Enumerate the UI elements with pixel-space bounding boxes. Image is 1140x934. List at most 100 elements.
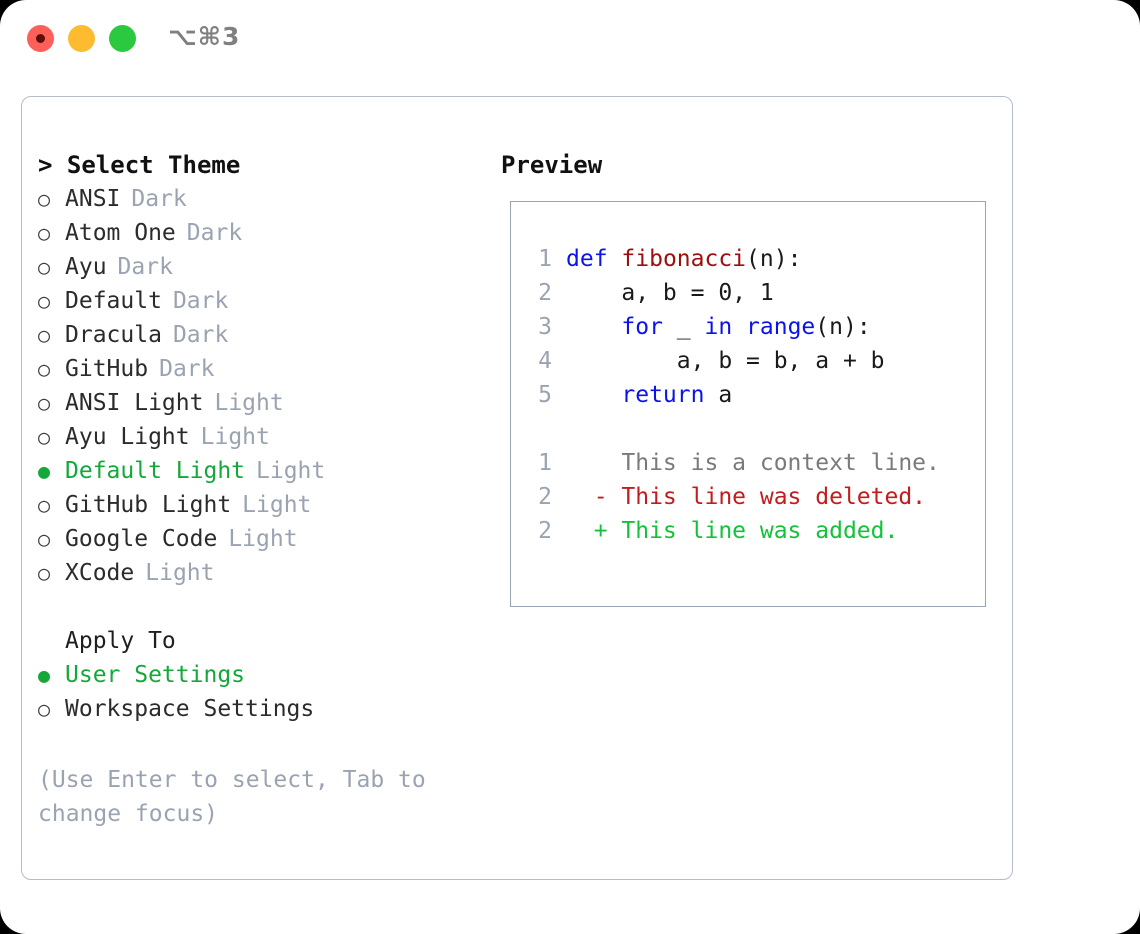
radio-icon[interactable]: ○	[38, 221, 51, 245]
code-token: range	[746, 314, 816, 340]
radio-icon[interactable]: ○	[38, 697, 51, 721]
diff-marker: -	[566, 484, 608, 510]
theme-option[interactable]: ○ Dracula Dark	[38, 318, 498, 352]
theme-option[interactable]: ○ Google Code Light	[38, 522, 498, 556]
line-number: 2	[538, 280, 552, 306]
line-number: 3	[538, 314, 552, 340]
radio-icon[interactable]: ○	[38, 425, 51, 449]
diff-line-text: This is a context line.	[607, 450, 940, 476]
line-number: 5	[538, 382, 552, 408]
apply-to-list: ● User Settings ○ Workspace Settings	[38, 658, 498, 726]
theme-variant-tag: Light	[256, 458, 326, 484]
code-diff-spacer	[524, 412, 981, 446]
theme-option-label: ANSI Light	[65, 390, 204, 416]
theme-option-label: GitHub	[65, 356, 149, 382]
radio-icon[interactable]: ○	[38, 357, 51, 381]
line-number: 4	[538, 348, 552, 374]
line-number: 1	[538, 450, 552, 476]
code-token: def	[566, 246, 608, 272]
code-token: _	[662, 314, 705, 340]
code-token	[608, 246, 622, 272]
theme-variant-tag: Light	[214, 390, 284, 416]
diff-line: 1 This is a context line.	[524, 446, 981, 480]
code-token	[566, 382, 621, 408]
maximize-button[interactable]	[109, 25, 136, 52]
radio-icon[interactable]: ○	[38, 493, 51, 517]
diff-line: 2 + This line was added.	[524, 514, 981, 548]
theme-variant-tag: Dark	[131, 186, 187, 212]
code-token: (n):	[815, 314, 871, 340]
diff-marker: +	[566, 518, 608, 544]
theme-option[interactable]: ○ ANSI Light Light	[38, 386, 498, 420]
line-number: 1	[538, 246, 552, 272]
title-bar: ⌥⌘3	[0, 0, 1140, 78]
theme-option-label: XCode	[65, 560, 135, 586]
diff-line: 2 - This line was deleted.	[524, 480, 981, 514]
code-token: a, b = b, a + b	[566, 348, 885, 374]
theme-variant-tag: Dark	[186, 220, 243, 246]
radio-selected-icon[interactable]: ●	[38, 663, 51, 687]
radio-icon[interactable]: ○	[38, 391, 51, 415]
theme-variant-tag: Light	[200, 424, 270, 450]
code-line-content: def fibonacci(n):	[566, 242, 801, 276]
radio-icon[interactable]: ○	[38, 561, 51, 585]
theme-variant-tag: Dark	[172, 288, 229, 314]
theme-option-label: Google Code	[65, 526, 218, 552]
window-title: ⌥⌘3	[168, 22, 241, 51]
keyboard-hint: (Use Enter to select, Tab to change focu…	[38, 767, 426, 827]
theme-variant-tag: Dark	[172, 322, 229, 348]
code-line: 3 for _ in range(n):	[524, 310, 981, 344]
code-token: for	[621, 314, 663, 340]
code-token: in	[704, 314, 733, 340]
apply-to-option-label: Workspace Settings	[65, 696, 315, 722]
apply-to-option-label: User Settings	[65, 662, 246, 688]
theme-option-label: GitHub Light	[65, 492, 232, 518]
theme-variant-tag: Light	[228, 526, 298, 552]
apply-to-option[interactable]: ○ Workspace Settings	[38, 692, 498, 726]
radio-icon[interactable]: ○	[38, 255, 51, 279]
close-button[interactable]	[27, 25, 54, 52]
theme-option[interactable]: ○ Atom One Dark	[38, 216, 498, 250]
theme-option-label: Dracula	[65, 322, 162, 348]
section-spacer	[38, 590, 498, 624]
code-line-content: for _ in range(n):	[566, 310, 871, 344]
code-token	[732, 314, 746, 340]
code-token: fibonacci	[621, 246, 747, 272]
radio-icon[interactable]: ○	[38, 527, 51, 551]
radio-selected-icon[interactable]: ●	[38, 459, 51, 483]
traffic-lights	[27, 25, 136, 52]
minimize-button[interactable]	[68, 25, 95, 52]
theme-option-label: Default	[65, 288, 162, 314]
theme-option-label: Atom One	[65, 220, 176, 246]
code-line: 1 def fibonacci(n):	[524, 242, 981, 276]
radio-icon[interactable]: ○	[38, 323, 51, 347]
apply-to-option[interactable]: ● User Settings	[38, 658, 498, 692]
code-token: (n):	[746, 246, 802, 272]
radio-icon[interactable]: ○	[38, 289, 51, 313]
line-number: 2	[538, 518, 552, 544]
diff-line-text: This line was added.	[607, 518, 899, 544]
code-line-content: return a	[566, 378, 732, 412]
theme-option[interactable]: ○ Default Dark	[38, 284, 498, 318]
code-line-content: a, b = 0, 1	[566, 276, 773, 310]
code-line: 4 a, b = b, a + b	[524, 344, 981, 378]
code-line-content: a, b = b, a + b	[566, 344, 885, 378]
radio-icon[interactable]: ○	[38, 187, 51, 211]
apply-to-heading: Apply To	[65, 628, 176, 654]
line-number: 2	[538, 484, 552, 510]
